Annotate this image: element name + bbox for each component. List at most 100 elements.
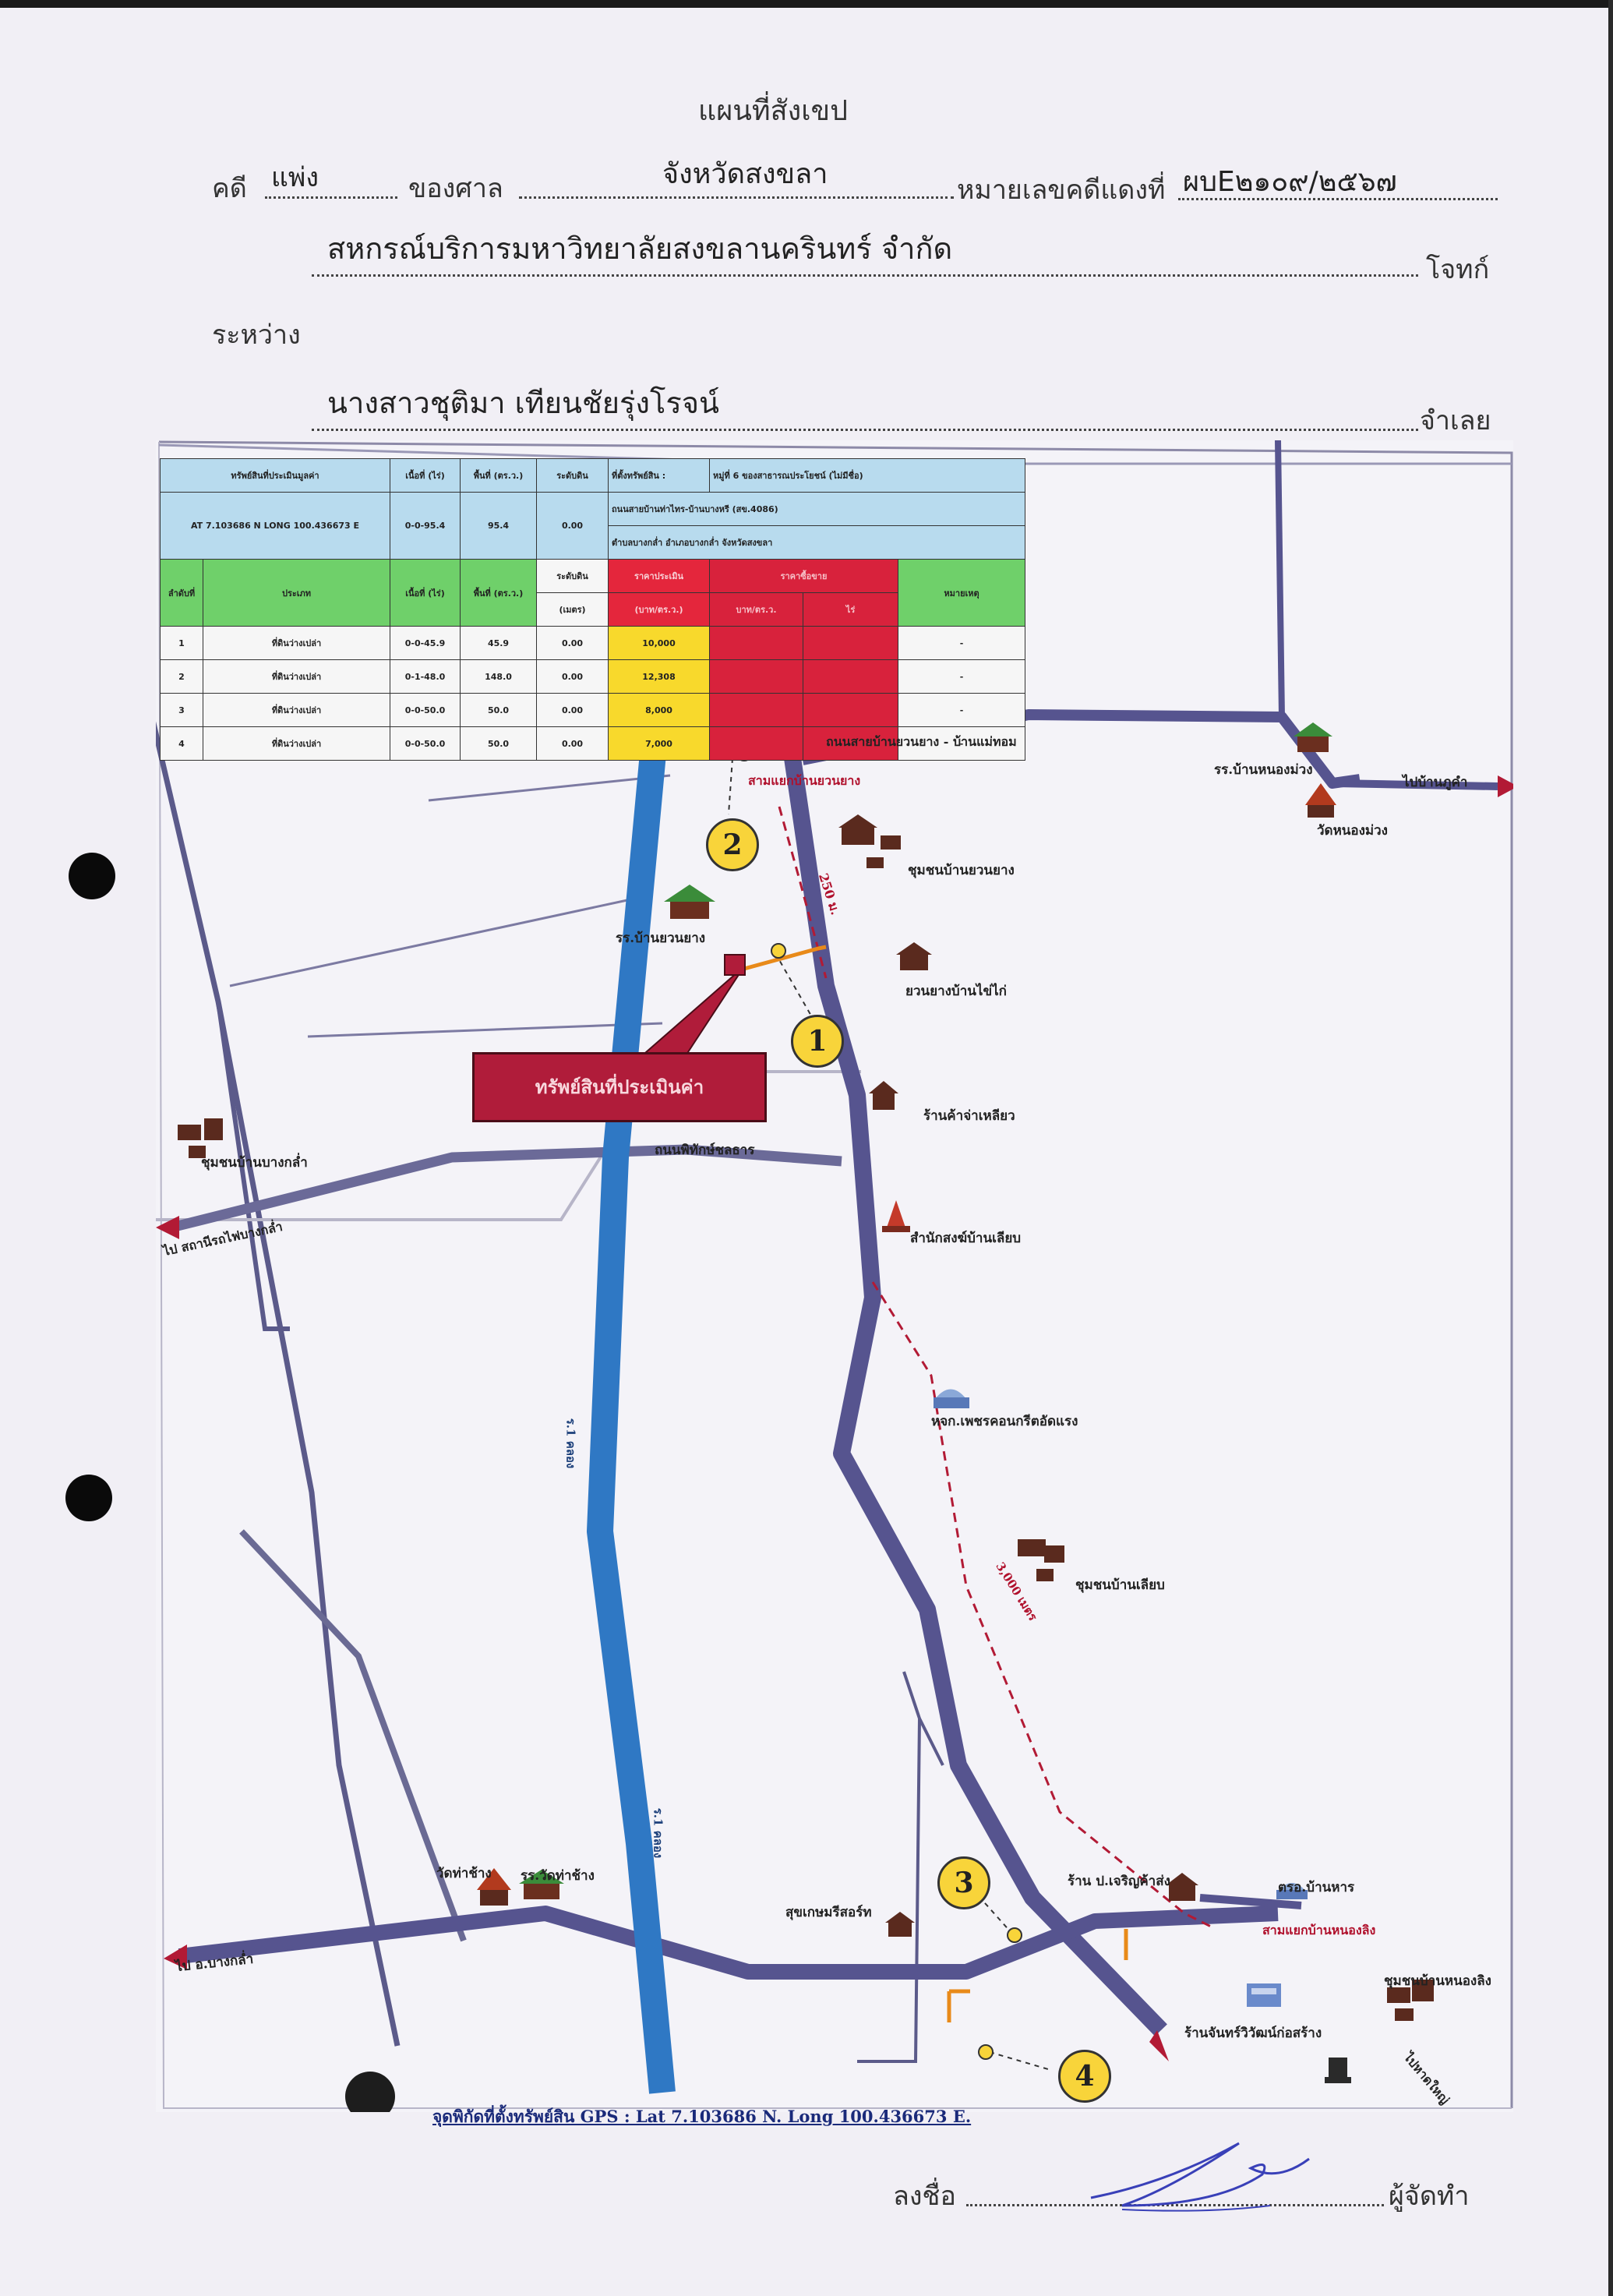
arrow-icon	[1498, 775, 1518, 797]
table-cell: 0-1-48.0	[390, 659, 461, 694]
scan-frame-top	[0, 0, 1613, 8]
table-cell: 10,000	[608, 626, 711, 660]
table-cell: 95.4	[460, 492, 538, 560]
shop-label: ร้าน ป.เจริญค้าส่ง	[1068, 1874, 1170, 1889]
minor-road	[229, 899, 628, 987]
table-col-header: พื้นที่ (ตร.ว.)	[460, 559, 538, 627]
construction-shop-icon	[1247, 1983, 1281, 2007]
property-callout: ทรัพย์สินที่ประเมินค่า	[472, 1052, 767, 1122]
case-type: แพ่ง	[271, 162, 319, 193]
dotted-line	[312, 274, 1418, 277]
community-icon	[1387, 1980, 1434, 2021]
table-head-cell: เนื้อที่ (ไร่)	[390, 458, 461, 493]
road-label-top: ถนนสายบ้านยวนยาง - บ้านแม่ทอม	[826, 734, 1017, 749]
table-cell: 50.0	[460, 726, 538, 761]
table-col-header: เนื้อที่ (ไร่)	[390, 559, 461, 627]
table-head-cell: หมู่ที่ 6 ของสาธารณประโยชน์ (ไม่มีชื่อ)	[709, 458, 1026, 493]
community-icon	[178, 1118, 223, 1158]
property-marker	[724, 954, 746, 976]
table-cell: 0.00	[536, 659, 609, 694]
case-prefix: คดี	[212, 173, 247, 204]
school-icon	[1294, 722, 1332, 752]
main-road-south	[178, 1906, 1279, 1980]
monk-office-icon	[882, 1200, 910, 1232]
table-cell: 7,000	[608, 726, 711, 761]
table-cell	[709, 693, 804, 727]
canal-label: ร.1 คลอง	[651, 1807, 665, 1859]
table-cell: 0.00	[536, 726, 609, 761]
table-cell: ตำบลบางกล่ำ อำเภอบางกล่ำ จังหวัดสงขลา	[608, 525, 1026, 560]
table-head-cell: ระดับดิน	[536, 458, 609, 493]
table-cell: 45.9	[460, 626, 538, 660]
road-to-ban-phu-kham	[1336, 779, 1498, 790]
shop-label: ร้านค้าจ่าเหลียว	[923, 1108, 1015, 1124]
shop-icon	[869, 1081, 898, 1110]
dotted-line	[312, 429, 1418, 431]
gas-station-icon	[1325, 2058, 1351, 2083]
main-road-sk4086	[778, 719, 1167, 2036]
table-col-header: บาท/ตร.ว.	[709, 592, 804, 627]
minor-road	[428, 774, 671, 802]
marker-3: 3	[937, 1856, 990, 1909]
table-cell: 0-0-45.9	[390, 626, 461, 660]
monk-office-label: สำนักสงฆ์บ้านเลียบ	[910, 1231, 1022, 1246]
table-cell: 3	[160, 693, 203, 727]
community-label: ชุมชนบ้านหนองลิง	[1384, 1973, 1491, 1989]
plaintiff-name: สหกรณ์บริการมหาวิทยาลัยสงขลานครินทร์ จำก…	[327, 231, 953, 266]
resort-icon	[885, 1912, 915, 1937]
route-line	[947, 1989, 970, 2022]
plaintiff-label: โจทก์	[1426, 254, 1490, 285]
road-south-link	[1199, 1894, 1302, 1909]
court-label: ของศาล	[408, 173, 503, 204]
road-pitak-chonlathan	[170, 1144, 842, 1233]
punch-mark	[345, 2072, 395, 2121]
table-row: 1 ที่ดินว่างเปล่า 0-0-45.9 45.9 0.00 10,…	[160, 626, 1026, 660]
community-icon	[1018, 1539, 1064, 1581]
factory-label: หจก.เพชรคอนกรีตอัดแรง	[931, 1414, 1078, 1429]
red-case-label: หมายเลขคดีแดงที่	[957, 175, 1166, 206]
table-cell: 8,000	[608, 693, 711, 727]
dotted-line	[519, 196, 954, 199]
table-cell	[709, 726, 804, 761]
map-border	[158, 440, 1513, 2108]
table-col-header: (บาท/ตร.ว.)	[608, 592, 711, 627]
site-dot	[978, 2044, 994, 2060]
site-dot	[771, 943, 786, 959]
map-canvas	[137, 440, 1518, 2121]
school-label: รร.บ้านยวนยาง	[616, 931, 706, 946]
table-cell	[803, 693, 899, 727]
community-label: ชุมชนบ้านยวนยาง	[908, 863, 1015, 878]
page-title: แผนที่สังเขป	[698, 95, 848, 127]
site-dot	[1007, 1927, 1022, 1943]
table-cell: -	[898, 693, 1026, 727]
table-cell: 4	[160, 726, 203, 761]
marker-pointer	[728, 758, 733, 815]
table-cell: 0.00	[536, 492, 609, 560]
canal	[587, 735, 676, 2094]
table-cell: -	[898, 659, 1026, 694]
road-label-pitak: ถนนพิทักษ์ชลธาร	[655, 1143, 755, 1158]
table-cell: 12,308	[608, 659, 711, 694]
police-icon	[1276, 1883, 1308, 1899]
route-line	[778, 806, 828, 979]
dotted-line	[966, 2204, 1384, 2206]
table-row: 4 ที่ดินว่างเปล่า 0-0-50.0 50.0 0.00 7,0…	[160, 726, 1026, 761]
marker-4: 4	[1058, 2050, 1111, 2103]
temple-icon	[477, 1868, 511, 1906]
province: จังหวัดสงขลา	[662, 158, 828, 190]
table-cell: ถนนสายบ้านท่าไทร-บ้านบางหรี (สข.4086)	[608, 492, 1026, 526]
sign-label: ลงชื่อ	[893, 2181, 956, 2212]
construction-shop-label: ร้านจันทร์วิวัฒน์ก่อสร้าง	[1184, 2026, 1322, 2041]
table-cell	[709, 626, 804, 660]
red-case-number: ผบE๒๑๐๙/๒๕๖๗	[1183, 166, 1397, 198]
place-label: ยวนยางบ้านไข่ไก่	[905, 984, 1007, 999]
house-icon	[896, 942, 932, 970]
minor-road	[857, 1718, 921, 2063]
table-col-header: หมายเหตุ	[898, 559, 1026, 627]
valuation-table: ทรัพย์สินที่ประเมินมูลค่า เนื้อที่ (ไร่)…	[159, 458, 1026, 761]
table-cell: AT 7.103686 N LONG 100.436673 E	[159, 492, 391, 560]
table-cell: ที่ดินว่างเปล่า	[202, 693, 391, 727]
punch-hole	[69, 853, 115, 899]
minor-road	[239, 1529, 467, 1942]
table-cell	[709, 659, 804, 694]
